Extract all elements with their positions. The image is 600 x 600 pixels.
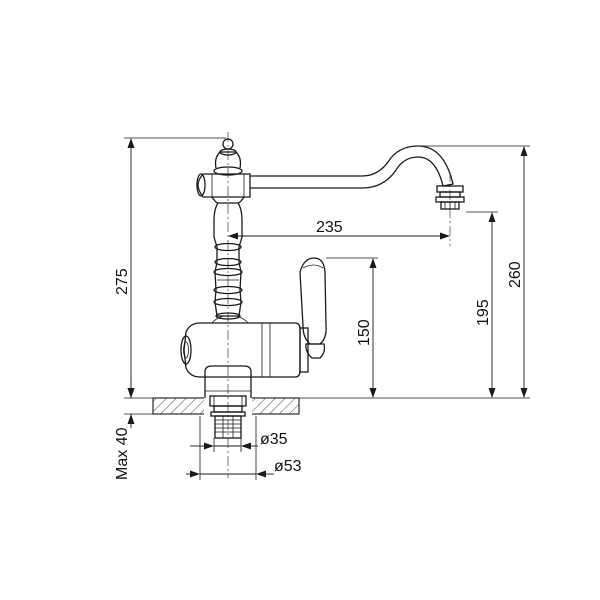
spout-joint <box>196 173 251 204</box>
label-total-height: 275 <box>114 268 131 295</box>
label-hole-diameter: ø35 <box>260 431 288 448</box>
dimension-total-height: 275 <box>114 138 135 398</box>
dimension-base-diameter: ø53 <box>186 458 302 478</box>
label-spout-height: 260 <box>507 261 524 288</box>
dimension-hole-diameter: ø35 <box>190 431 288 450</box>
tap-body <box>180 315 309 378</box>
spout <box>250 145 465 210</box>
dimension-max-deck: Max 40 <box>114 378 135 480</box>
centre-lines <box>227 132 451 478</box>
lever-handle <box>299 257 327 359</box>
label-spout-reach: 235 <box>316 219 343 236</box>
dimension-outlet-height: 195 <box>475 212 496 398</box>
label-handle-height: 150 <box>356 319 373 346</box>
dimension-spout-height: 260 <box>507 146 528 398</box>
label-base-diameter: ø53 <box>274 458 302 475</box>
label-max-deck: Max 40 <box>114 427 131 480</box>
extension-lines <box>124 137 530 480</box>
dimension-spout-reach: 235 <box>228 219 450 240</box>
label-outlet-height: 195 <box>475 299 492 326</box>
dimension-handle-height: 150 <box>356 258 377 398</box>
